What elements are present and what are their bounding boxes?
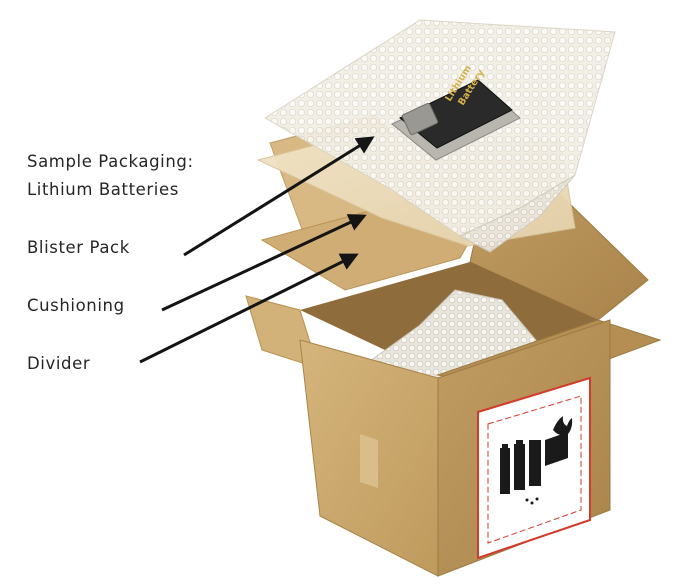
arrow-cushioning <box>139 253 359 364</box>
lithium-battery-hazard-label-icon <box>477 376 591 560</box>
bubble-wrap-fold <box>458 174 576 253</box>
arrow-blister-pack <box>161 214 367 312</box>
label-divider: Divider <box>27 354 91 373</box>
label-blister-pack: Blister Pack <box>27 238 130 257</box>
battery-pack-icon: Lithium Battery <box>391 63 521 161</box>
label-sample-packaging-line2: Lithium Batteries <box>27 180 179 199</box>
box-tape <box>360 434 378 488</box>
label-sample-packaging: Sample Packaging: Lithium Batteries <box>27 148 194 204</box>
label-cushioning: Cushioning <box>27 296 125 315</box>
label-sample-packaging-line1: Sample Packaging: <box>27 152 194 171</box>
arrow-sample-packaging <box>183 136 375 257</box>
